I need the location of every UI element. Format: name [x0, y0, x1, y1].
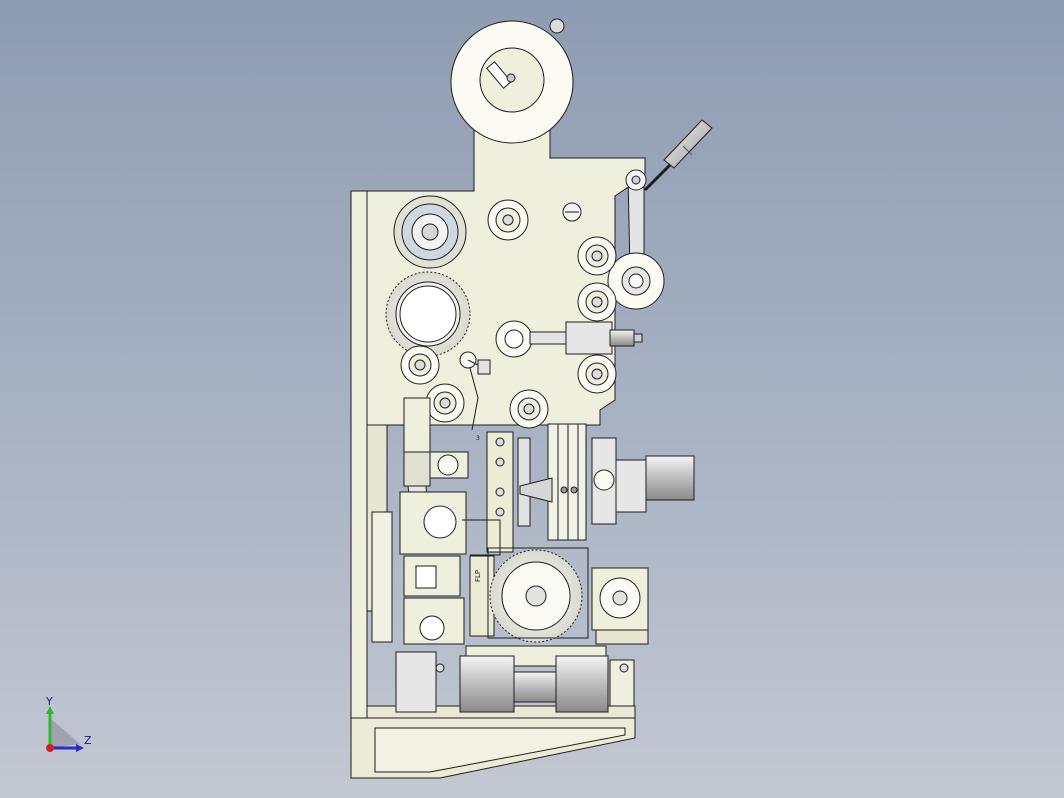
view-orientation-triad[interactable]: Y Z	[36, 696, 106, 756]
cutter-assembly[interactable]	[486, 423, 695, 553]
drive-pulley[interactable]	[487, 547, 589, 643]
roller-4	[577, 354, 617, 394]
reel-pin	[506, 73, 516, 83]
roller-7	[509, 389, 549, 429]
clamp-column[interactable]	[371, 397, 469, 645]
flange-bearing[interactable]	[393, 195, 467, 269]
roller-2	[577, 236, 617, 276]
frame-left-rail	[350, 190, 368, 779]
roller-5	[400, 345, 440, 385]
idler-rollers[interactable]	[400, 199, 617, 429]
triad-y-label: Y	[45, 696, 53, 708]
part-tag-flp: FLP	[474, 570, 482, 582]
main-drive-gear[interactable]	[385, 271, 471, 357]
triad-x-axis	[46, 744, 54, 752]
part-tag-small: 3	[476, 435, 480, 442]
lever-handle[interactable]	[607, 119, 713, 310]
tension-arm[interactable]	[459, 351, 491, 431]
handle-grip[interactable]	[663, 119, 713, 169]
pinch-roller-assembly[interactable]	[495, 320, 643, 358]
reel-slot	[486, 61, 512, 89]
roller-3	[577, 282, 617, 322]
motor-flange[interactable]	[591, 567, 649, 645]
bottom-actuators[interactable]	[395, 645, 635, 713]
adjust-screw	[562, 202, 582, 222]
roller-6	[425, 383, 465, 423]
base-wedge-inner	[374, 727, 626, 773]
triad-z-label: Z	[84, 734, 92, 747]
roller-1	[487, 199, 529, 241]
machine-assembly[interactable]: FLP 3	[350, 18, 713, 779]
reel-knob[interactable]	[549, 18, 565, 34]
triad-plane	[50, 718, 80, 748]
